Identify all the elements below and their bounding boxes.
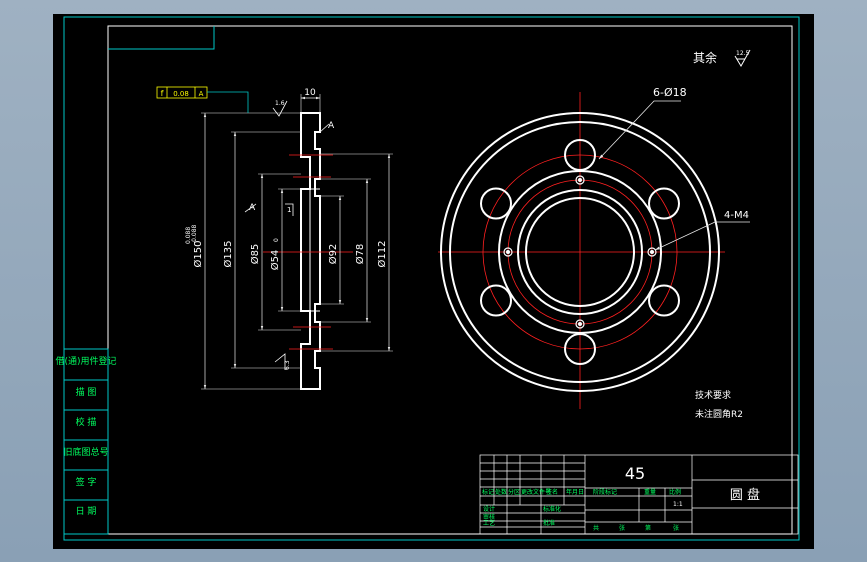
- hole-callout: 6-Ø18: [653, 86, 687, 99]
- lbl-design: 设计: [483, 505, 495, 513]
- lbl-weight: 重量: [644, 488, 656, 496]
- threaded-holes: [503, 175, 657, 329]
- lbl-stage-mark: 阶段标记: [593, 488, 617, 496]
- roughness-bottom: 6.3: [284, 360, 291, 370]
- lbl-sheet-no: 第: [645, 524, 651, 532]
- side-table-row-4: 旧底图总号: [63, 446, 108, 458]
- lbl-mark: 标记: [482, 488, 494, 496]
- section-view: Ø150 0.088 -0.088 Ø135 Ø85 Ø54 0 Ø92 Ø78…: [156, 86, 393, 390]
- side-table-row-5: 签 字: [76, 476, 97, 488]
- lbl-sheet: 张: [619, 524, 625, 532]
- cad-viewport[interactable]: 借(通)用件登记 描 图 校 描 旧底图总号 签 字 日 期 其余 12.5 6…: [53, 14, 814, 549]
- dim-d150: Ø150: [192, 241, 204, 268]
- scale-value: 1:1: [673, 501, 683, 508]
- tolerance-frame: f 0.08 A: [156, 86, 249, 113]
- lbl-scale: 比例: [669, 488, 681, 496]
- roughness-note-value: 12.5: [736, 50, 750, 57]
- side-table-row-3: 校 描: [76, 416, 97, 428]
- roughness-note: 其余 12.5: [693, 49, 751, 67]
- lbl-sheet-2: 张: [673, 524, 679, 532]
- dim-d54: Ø54: [269, 250, 281, 271]
- dim-d150-tol-lower: -0.088: [191, 224, 198, 244]
- bolt-holes: [479, 139, 681, 365]
- thread-callout: 4-M4: [724, 210, 749, 221]
- roughness-marks: 1.6 1 6.3: [272, 100, 294, 370]
- side-table-row-2: 描 图: [76, 386, 97, 398]
- front-view: 6-Ø18 4-M4: [438, 86, 750, 409]
- tolerance-symbol: f: [161, 89, 164, 98]
- lbl-signature: 签名: [546, 488, 558, 496]
- title-block: [479, 454, 799, 535]
- hole-callout-leader: [598, 100, 681, 160]
- bore-chamfer: [517, 189, 643, 315]
- lbl-zone: 分区: [508, 488, 520, 496]
- threaded-hole: [647, 247, 657, 257]
- lbl-date: 年月日: [566, 488, 584, 496]
- roughness-mid: 1: [287, 206, 291, 214]
- dim-d54-tol: 0: [273, 238, 280, 242]
- threaded-hole: [575, 175, 585, 185]
- dim-d78: Ø78: [354, 244, 366, 265]
- lbl-standardize: 标准化: [543, 505, 561, 513]
- lbl-process: 工艺: [483, 519, 495, 527]
- top-left-tab: [108, 26, 215, 50]
- dim-d150-tol-upper: 0.088: [185, 227, 192, 244]
- dim-d112: Ø112: [376, 241, 388, 268]
- title-block-labels: 标记 处数 分区 更改文件号 签名 年月日 设计 标准化 审核 工艺 批准 阶段…: [482, 488, 683, 532]
- datum-a: A A: [244, 121, 335, 213]
- thread-callout-leader: [654, 221, 750, 251]
- dim-d85: Ø85: [249, 244, 261, 265]
- bore: [525, 197, 635, 307]
- dim-d92: Ø92: [327, 244, 339, 265]
- tolerance-value: 0.08: [173, 90, 189, 98]
- lbl-sheets-total: 共: [593, 524, 599, 532]
- outer-rim-inner: [449, 121, 711, 383]
- inner-frame: [107, 25, 793, 535]
- lbl-review: 审核: [483, 513, 495, 521]
- dim-thickness: 10: [304, 88, 316, 98]
- roughness-top: 1.6: [275, 100, 285, 107]
- lbl-approve: 批准: [543, 519, 555, 527]
- bolt-hole: [648, 187, 681, 220]
- engineering-drawing: 借(通)用件登记 描 图 校 描 旧底图总号 签 字 日 期 其余 12.5 6…: [55, 16, 800, 541]
- bolt-hole: [564, 139, 596, 171]
- bolt-hole: [564, 333, 596, 365]
- tech-req-title: 技术要求: [695, 389, 731, 401]
- side-table-row-1: 借(通)用件登记: [55, 355, 116, 367]
- roughness-note-text: 其余: [693, 50, 717, 65]
- side-table-row-6: 日 期: [76, 506, 97, 517]
- part-name: 圆 盘: [730, 487, 760, 503]
- outer-rim: [440, 112, 720, 392]
- bolt-hole: [648, 284, 681, 317]
- lbl-count: 处数: [495, 488, 507, 496]
- lbl-change-doc: 更改文件号: [521, 488, 551, 496]
- bolt-hole: [479, 284, 512, 317]
- tech-req-line1: 未注圆角R2: [695, 408, 743, 420]
- side-table: 借(通)用件登记 描 图 校 描 旧底图总号 签 字 日 期: [55, 348, 117, 535]
- threaded-hole: [503, 247, 513, 257]
- threaded-hole: [575, 319, 585, 329]
- dim-d135: Ø135: [222, 241, 234, 268]
- material: 45: [625, 464, 645, 483]
- datum-label: A: [328, 121, 335, 131]
- bolt-circle: [482, 154, 678, 350]
- tech-requirements: 技术要求 未注圆角R2: [695, 389, 743, 420]
- datum-label-left: A: [249, 203, 256, 213]
- tolerance-datum: A: [199, 90, 204, 98]
- bolt-hole: [479, 187, 512, 220]
- outer-frame: [63, 16, 800, 541]
